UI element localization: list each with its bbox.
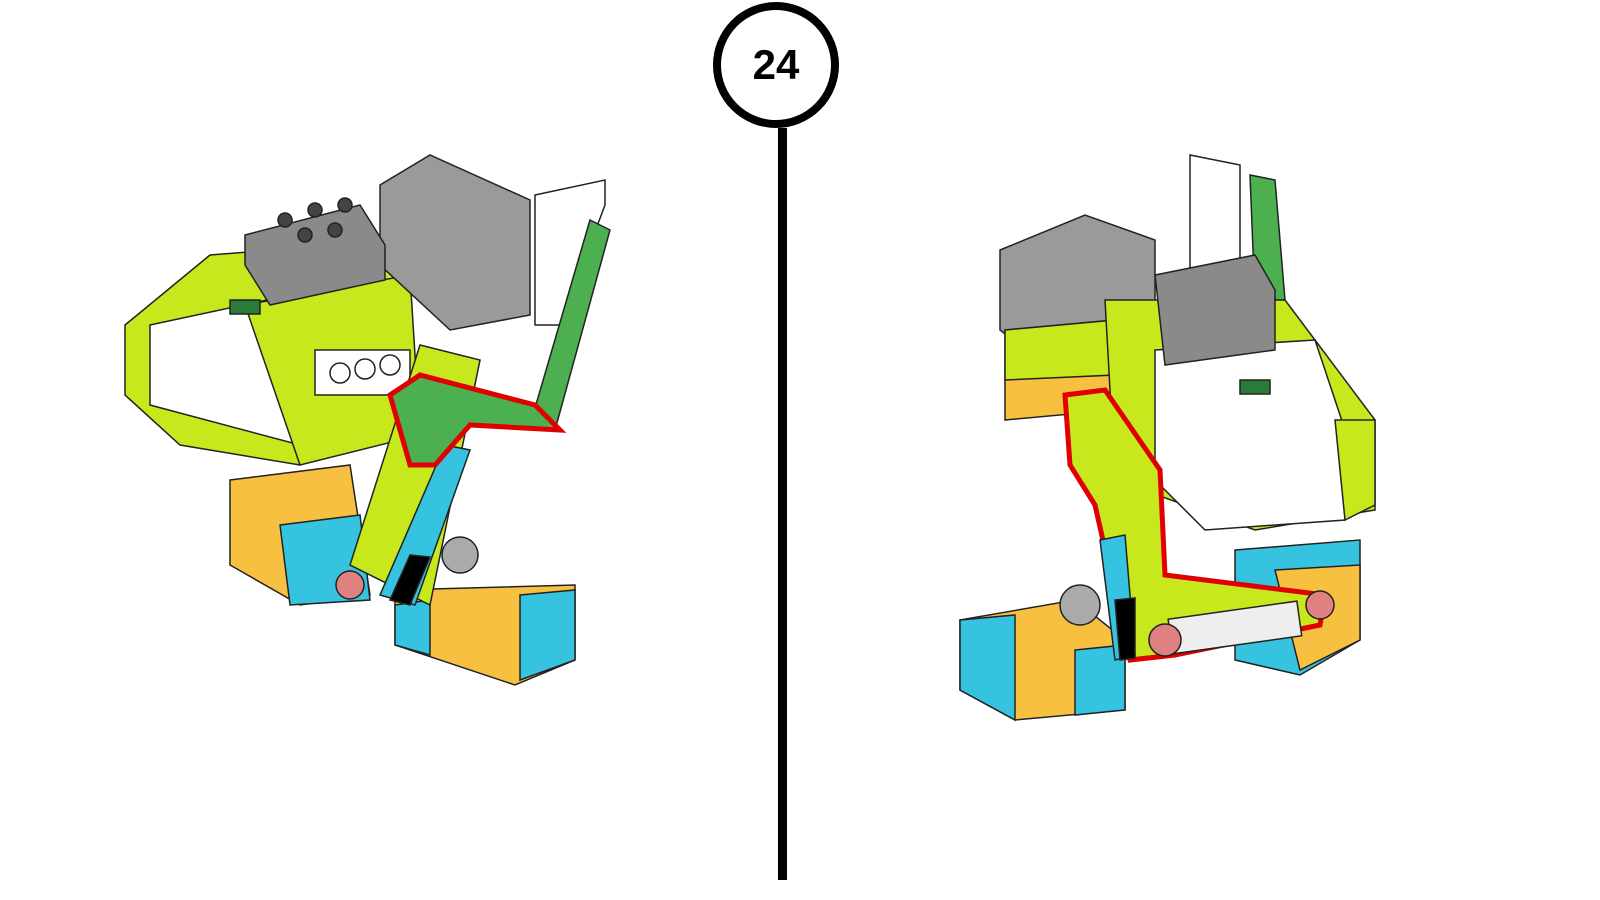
step-divider-line bbox=[778, 128, 787, 880]
motor bbox=[244, 154, 531, 331]
model-front-view bbox=[124, 154, 611, 686]
model-back-view bbox=[959, 154, 1376, 722]
highlighted-bent-beam bbox=[387, 372, 567, 468]
hub-body bbox=[124, 239, 421, 466]
red-bushing bbox=[1148, 623, 1182, 657]
ball-joint bbox=[1059, 584, 1101, 626]
red-bushing bbox=[1305, 590, 1335, 620]
step-number: 24 bbox=[752, 41, 800, 88]
ball-joint bbox=[441, 536, 479, 574]
step-number-badge: 24 bbox=[713, 2, 839, 128]
base-feet bbox=[229, 464, 576, 686]
hub-body bbox=[1104, 254, 1376, 531]
highlighted-rack-assembly bbox=[1062, 387, 1328, 663]
red-bushing bbox=[335, 570, 365, 600]
